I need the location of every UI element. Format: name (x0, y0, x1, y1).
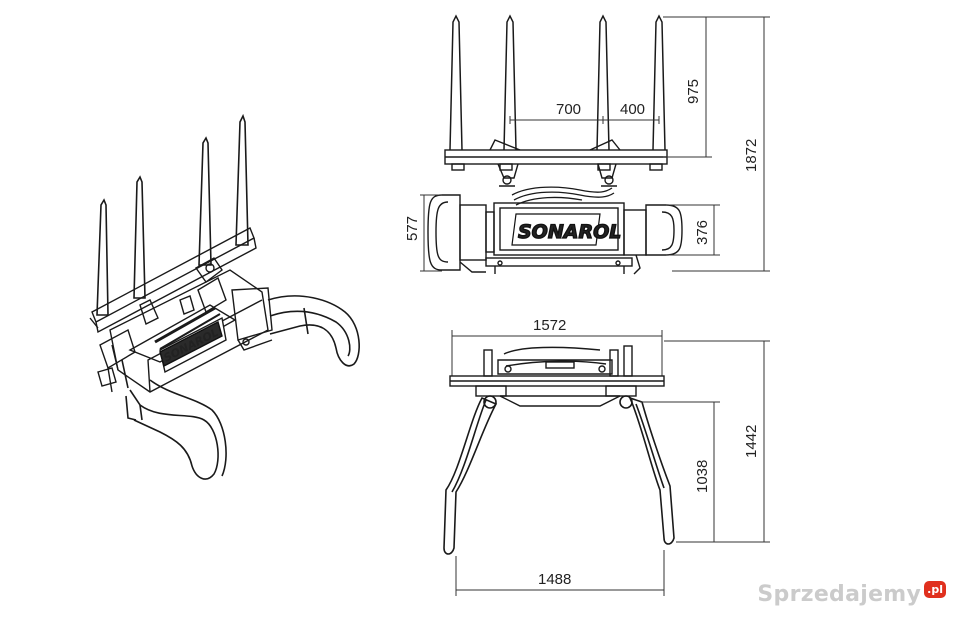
iso-frame (97, 257, 269, 393)
dim-975-line (663, 16, 712, 158)
top-view: 700 400 975 1872 (444, 14, 770, 272)
front-view: 1572 (443, 317, 770, 596)
iso-arm-upper (267, 295, 360, 367)
frame-right-arm (623, 204, 683, 275)
dim-400-label: 400 (620, 101, 645, 118)
dim-1442-line (664, 340, 770, 543)
top-tines (449, 14, 666, 151)
frame-brand-plate: SONAROL (511, 213, 622, 246)
frame-brand-text: SONAROL (518, 221, 621, 243)
dim-577-label: 577 (404, 216, 421, 241)
dim-1488-label: 1488 (538, 571, 571, 588)
dim-975-label: 975 (685, 79, 702, 104)
dim-1038-line (640, 401, 720, 543)
watermark-badge: .pl (924, 581, 946, 598)
iso-arm-housing (231, 287, 273, 351)
top-tine-bar (444, 139, 668, 187)
isometric-view: SONAROL (89, 113, 360, 480)
front-beam (449, 345, 665, 407)
frame-left-arm (427, 194, 495, 273)
front-arms (443, 395, 675, 555)
iso-tine-bar (89, 227, 257, 334)
dim-1872-label: 1872 (743, 139, 760, 172)
watermark: Sprzedajemy .pl (757, 581, 946, 608)
dim-1488-line (455, 550, 665, 596)
frame-view: SONAROL 577 376 (404, 186, 720, 275)
dim-577-line (420, 194, 442, 272)
watermark-text: Sprzedajemy (757, 582, 922, 607)
dim-700-label: 700 (556, 101, 581, 118)
iso-arm-lower (121, 359, 227, 480)
dim-376-line (666, 204, 720, 256)
dim-1572-label: 1572 (533, 317, 566, 334)
frame-body (485, 202, 633, 274)
dim-1872-line (672, 16, 770, 272)
dim-1572-line (451, 330, 663, 376)
dim-1442-label: 1442 (743, 425, 760, 458)
dim-1038-label: 1038 (694, 460, 711, 493)
iso-tines (96, 113, 249, 316)
dim-tine-gaps (509, 116, 660, 124)
dim-376-label: 376 (694, 220, 711, 245)
